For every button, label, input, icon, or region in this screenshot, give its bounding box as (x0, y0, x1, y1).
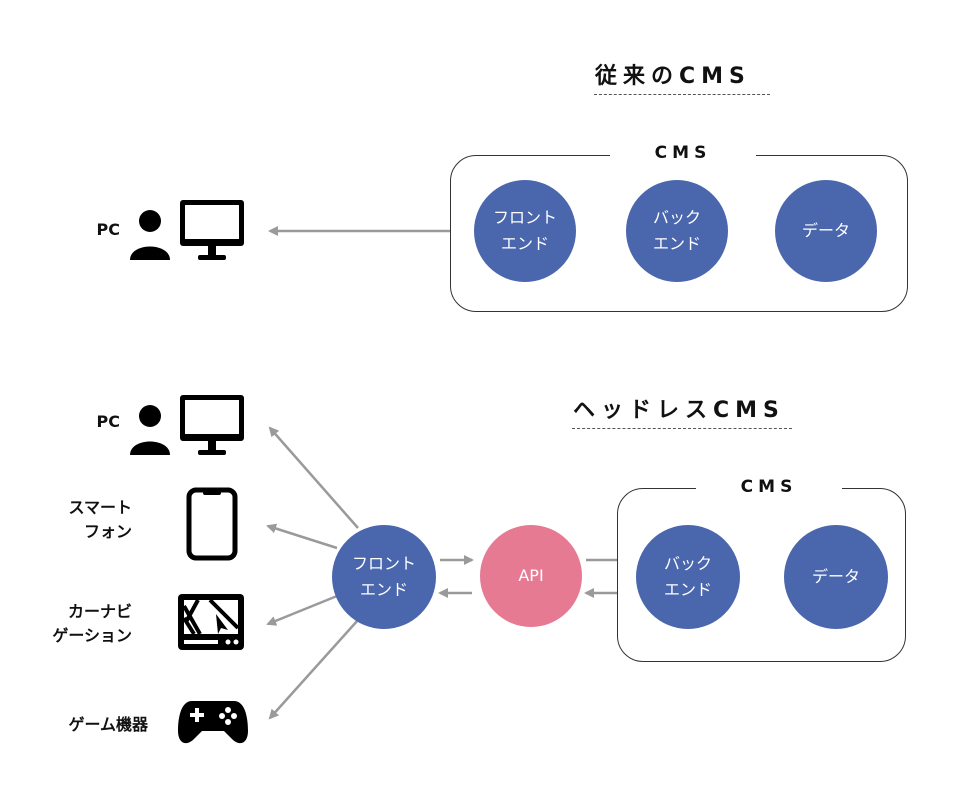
label-line: カーナビ (67, 602, 132, 621)
game-controller-icon (178, 701, 248, 744)
node-text-line: データ (811, 567, 860, 586)
traditional-cms-title: 従来のCMS (595, 64, 751, 89)
node-text-line: バック (652, 208, 701, 227)
node-text-line: フロント (492, 208, 557, 227)
headless-backend-node: バック エンド (636, 525, 740, 629)
node-text-line: エンド (663, 580, 712, 599)
node-text-line: バック (663, 554, 712, 573)
smartphone-icon (186, 487, 238, 561)
label-line: ゲーション (52, 626, 132, 645)
headless-game-label: ゲーム機器 (68, 715, 148, 734)
traditional-backend-node: バック エンド (626, 180, 728, 282)
node-text-line: データ (801, 221, 850, 240)
monitor-with-user-icon (130, 200, 244, 260)
traditional-frontend-node: フロント エンド (474, 180, 576, 282)
node-text-line: エンド (359, 580, 408, 599)
traditional-data-node: データ (775, 180, 877, 282)
node-text-line: エンド (500, 234, 549, 253)
traditional-title-underline (594, 94, 770, 95)
headless-data-node: データ (784, 525, 888, 629)
headless-cms-box-label: CMS (696, 477, 842, 497)
traditional-cms-box-label: CMS (610, 143, 756, 163)
arrow-frontend-to-carnavi (266, 594, 338, 626)
label-line: スマート (68, 498, 132, 517)
headless-smartphone-label: スマート フォン (40, 496, 132, 544)
node-text-line: API (518, 566, 544, 585)
node-text-line: エンド (652, 234, 701, 253)
headless-frontend-node: フロント エンド (332, 525, 436, 629)
headless-cms-title: ヘッドレスCMS (573, 398, 785, 423)
headless-title-underline (572, 428, 792, 429)
headless-pc-label: PC (96, 412, 120, 431)
traditional-pc-label: PC (96, 220, 120, 239)
label-line: フォン (83, 522, 132, 541)
headless-carnavi-label: カーナビ ゲーション (40, 600, 132, 648)
headless-api-node: API (480, 525, 582, 627)
node-text-line: フロント (351, 554, 416, 573)
car-navigation-icon (178, 594, 244, 650)
monitor-with-user-icon (130, 395, 244, 455)
arrow-frontend-to-smartphone (266, 523, 338, 550)
arrow-frontend-to-game (268, 619, 359, 720)
arrow-frontend-to-pc-headless (268, 426, 359, 529)
